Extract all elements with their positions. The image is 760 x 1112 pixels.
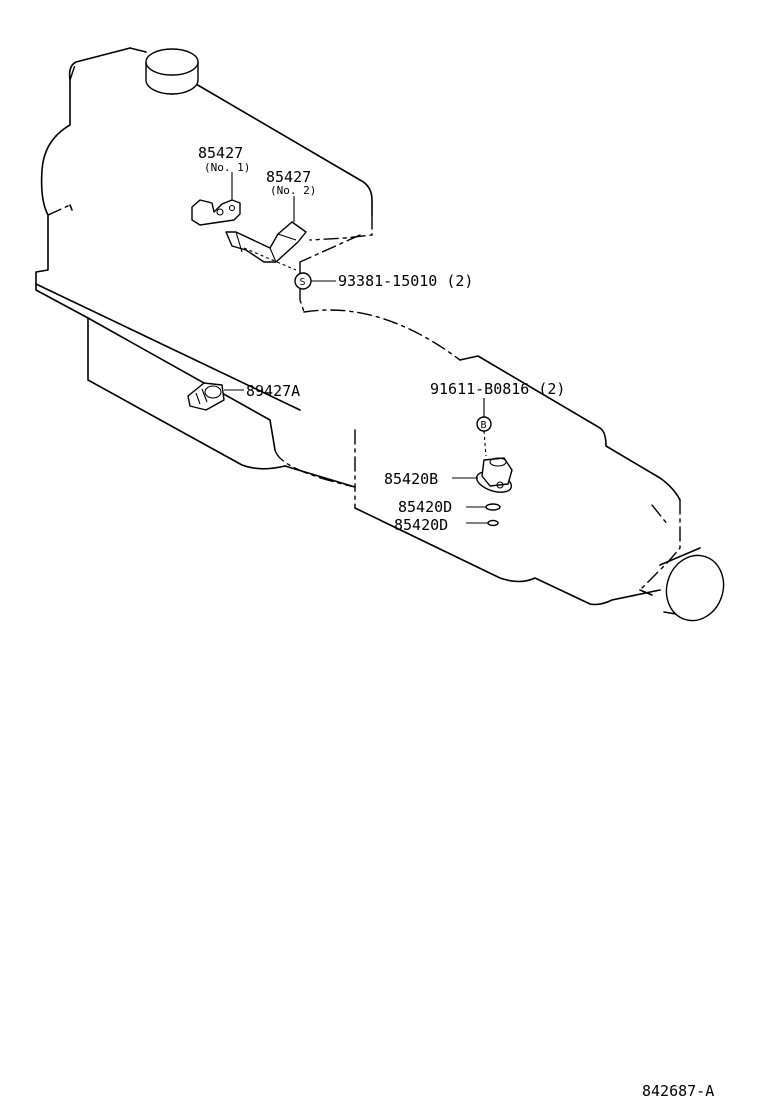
- label-85427-no2: 85427: [266, 168, 311, 186]
- tank-outlet-neck: [659, 547, 725, 622]
- bracket-85427-no2: [225, 221, 307, 263]
- symbol-s: S: [300, 277, 306, 288]
- reference-number: 842687-A: [642, 1082, 714, 1100]
- washer-tank-outline: [35, 47, 681, 606]
- label-85420d-2: 85420D: [394, 516, 448, 534]
- label-85427-no2-sub: (No. 2): [270, 184, 316, 197]
- bracket-85427-no1: [191, 199, 241, 226]
- label-93381: 93381-15010 (2): [338, 272, 473, 290]
- part-labels: 85427 (No. 1) 85427 (No. 2) S 93381-1501…: [198, 144, 714, 1100]
- sensor-89427a: [187, 382, 225, 411]
- label-89427a: 89427A: [246, 382, 300, 400]
- washer-tank-hidden-edges: [47, 61, 681, 591]
- pump-85420b: [475, 457, 513, 493]
- label-91611: 91611-B0816 (2): [430, 380, 565, 398]
- label-85420d-1: 85420D: [398, 498, 452, 516]
- label-85427-no1: 85427: [198, 144, 243, 162]
- symbol-b: B: [481, 420, 487, 431]
- filler-cap: [145, 48, 199, 95]
- label-85420b: 85420B: [384, 470, 438, 488]
- leader-lines: [224, 172, 488, 524]
- label-85427-no1-sub: (No. 1): [204, 161, 250, 174]
- grommets-85420d: [485, 503, 501, 527]
